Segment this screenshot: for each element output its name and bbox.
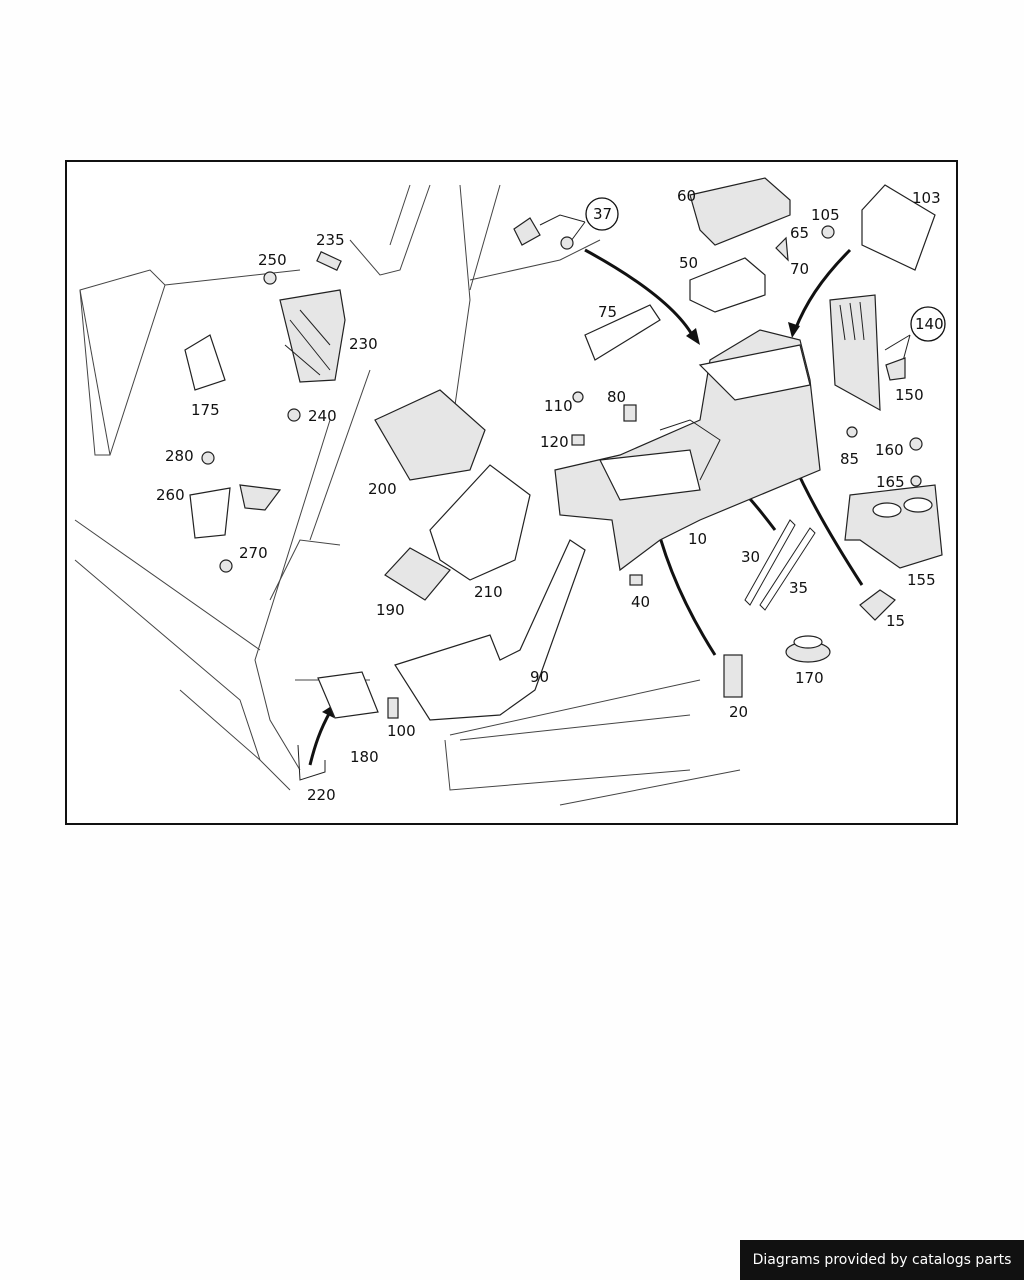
callout-240: 240 <box>308 407 337 425</box>
callout-235: 235 <box>316 231 345 249</box>
vehicle-interior-outline <box>74 184 741 806</box>
callout-75: 75 <box>598 303 617 321</box>
callout-15: 15 <box>886 612 905 630</box>
callout-160: 160 <box>875 441 904 459</box>
trim-strip-part <box>744 519 816 611</box>
holder-frame-part <box>184 334 226 391</box>
credit-banner: Diagrams provided by catalogs parts <box>740 1240 1024 1280</box>
callout-80: 80 <box>607 388 626 406</box>
bracket-clip-part <box>297 744 326 781</box>
callout-140: 140 <box>915 315 944 333</box>
storage-box-part <box>429 464 531 581</box>
callout-103: 103 <box>912 189 941 207</box>
callout-90: 90 <box>530 668 549 686</box>
callout-280: 280 <box>165 447 194 465</box>
callout-230: 230 <box>349 335 378 353</box>
callout-155: 155 <box>907 571 936 589</box>
callout-40: 40 <box>631 593 650 611</box>
callout-105: 105 <box>811 206 840 224</box>
callout-70: 70 <box>790 260 809 278</box>
callout-110: 110 <box>544 397 573 415</box>
callout-165: 165 <box>876 473 905 491</box>
callout-circle-37 <box>585 197 619 231</box>
callout-85: 85 <box>840 450 859 468</box>
callout-180: 180 <box>350 748 379 766</box>
callout-270: 270 <box>239 544 268 562</box>
callout-20: 20 <box>729 703 748 721</box>
end-cap-part <box>859 589 896 621</box>
switch-panel-part <box>384 547 451 601</box>
small-box-part <box>317 671 379 719</box>
callout-30: 30 <box>741 548 760 566</box>
cup-holder-part <box>189 484 282 539</box>
clip-plate-part <box>723 654 743 698</box>
callout-200: 200 <box>368 480 397 498</box>
callout-labels: 10 15 20 30 35 37 40 50 60 65 70 75 80 8… <box>156 187 944 804</box>
callout-35: 35 <box>789 579 808 597</box>
callout-190: 190 <box>376 601 405 619</box>
callout-60: 60 <box>677 187 696 205</box>
callout-250: 250 <box>258 251 287 269</box>
callout-220: 220 <box>307 786 336 804</box>
side-trim-part <box>394 539 586 721</box>
callout-100: 100 <box>387 722 416 740</box>
grommet-part <box>785 635 831 663</box>
callout-120: 120 <box>540 433 569 451</box>
callout-150: 150 <box>895 386 924 404</box>
credit-text: Diagrams provided by catalogs parts <box>752 1252 1012 1268</box>
fasteners <box>201 217 923 719</box>
callout-210: 210 <box>474 583 503 601</box>
bracket-part <box>861 184 936 271</box>
center-console-part <box>554 329 821 572</box>
callout-50: 50 <box>679 254 698 272</box>
callout-circle-140 <box>910 306 946 342</box>
callout-170: 170 <box>795 669 824 687</box>
vent-trim-part <box>584 304 661 361</box>
armrest-lid-part <box>689 177 791 246</box>
callout-65: 65 <box>790 224 809 242</box>
storage-tray-part <box>689 257 766 313</box>
callout-10: 10 <box>688 530 707 548</box>
callout-260: 260 <box>156 486 185 504</box>
grille-panel-part <box>829 294 881 412</box>
lid-part <box>374 389 486 481</box>
callout-37: 37 <box>593 205 612 223</box>
callout-175: 175 <box>191 401 220 419</box>
net-cupholder-part <box>279 289 346 383</box>
cupholder-insert-part <box>844 484 943 569</box>
